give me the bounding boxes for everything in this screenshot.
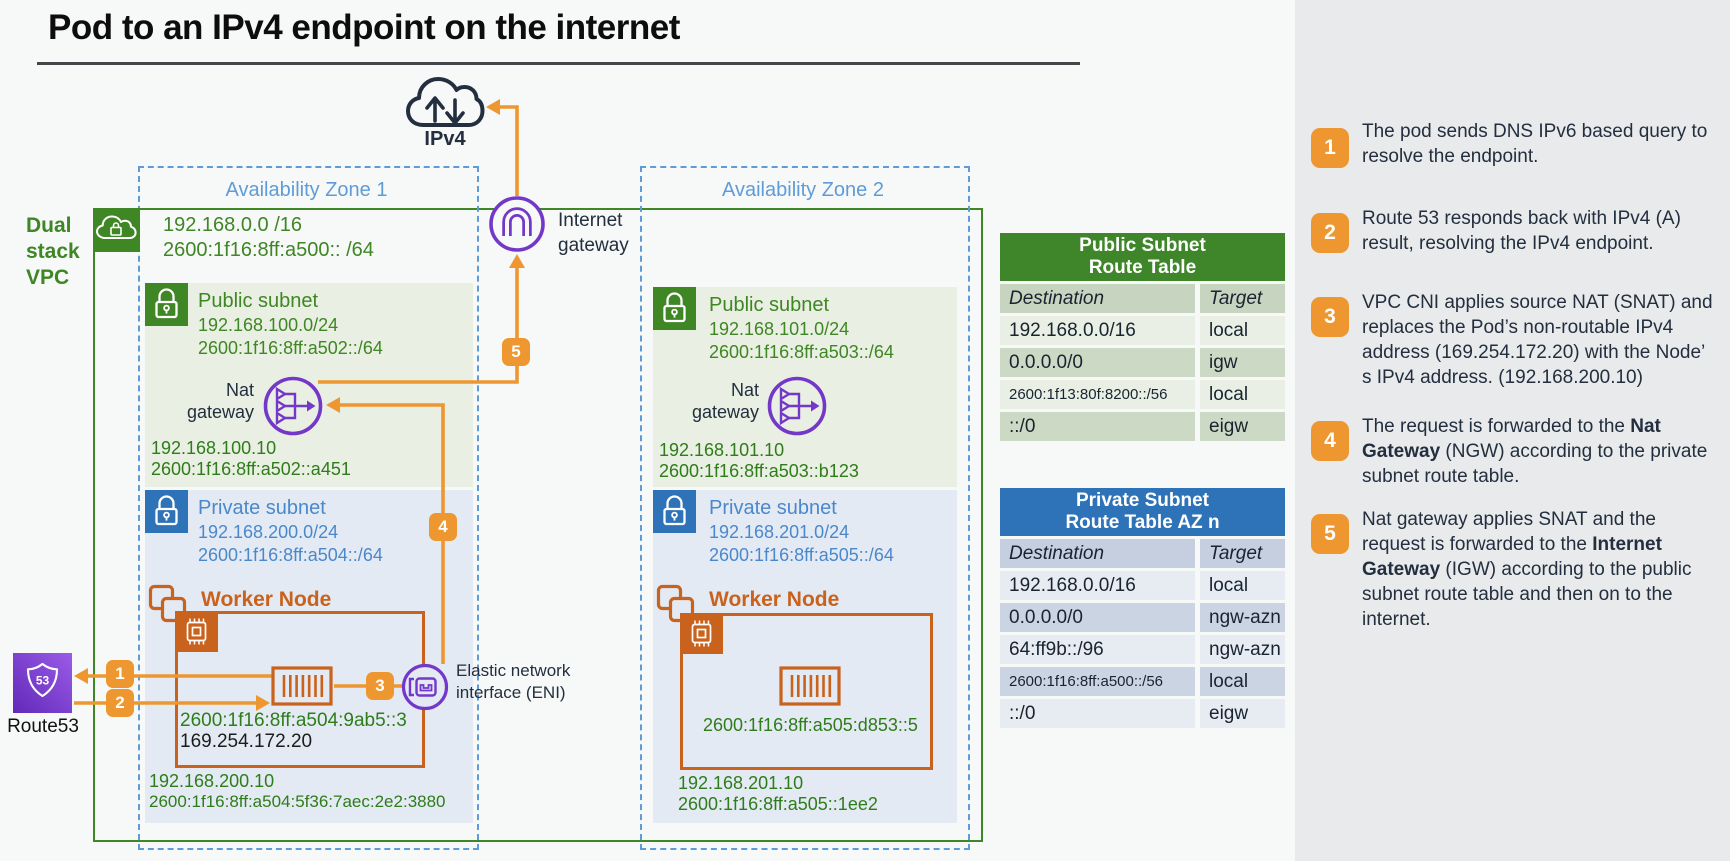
az1-cpu-chip-icon — [175, 611, 218, 652]
az2-nat-gateway-icon — [766, 375, 828, 437]
az2-pod-container-icon — [779, 666, 841, 706]
az1-public-subnet-cidr4: 192.168.100.0/24 — [198, 315, 339, 335]
eni-label: Elastic network interface (ENI) — [456, 661, 571, 702]
ipv4-cloud-icon — [405, 74, 485, 132]
az1-node-ip6: 2600:1f16:8ff:a504:5f36:7aec:2e2:3880 — [149, 792, 446, 811]
table-row: 0.0.0.0/0 igw — [1000, 348, 1285, 377]
title-underline — [37, 62, 1080, 65]
vpc-label: Dual stack VPC — [26, 214, 80, 289]
step-badge-4: 4 — [1311, 421, 1349, 461]
az1-public-subnet-title: Public subnet — [198, 290, 319, 312]
table-row: 192.168.0.0/16 local — [1000, 316, 1285, 345]
route53-label: Route53 — [7, 716, 79, 737]
az1-private-subnet-cidr4: 192.168.200.0/24 — [198, 522, 339, 542]
az2-nat-ip4: 192.168.101.10 — [659, 440, 785, 460]
private-route-table: Private Subnet Route Table AZ n Destinat… — [1000, 488, 1285, 728]
availability-zone-1-box — [138, 166, 479, 850]
vpc-icon — [93, 208, 140, 252]
az2-node-ip6: 2600:1f16:8ff:a505::1ee2 — [678, 794, 878, 814]
az2-nat-gateway-label: Nat gateway — [691, 380, 759, 422]
public-route-table-title: Public Subnet Route Table — [1000, 233, 1285, 281]
az2-public-subnet-box — [653, 287, 957, 487]
arrowhead-internet — [486, 99, 500, 115]
az2-public-subnet-lock-icon — [653, 287, 696, 330]
public-route-table: Public Subnet Route Table Destination Ta… — [1000, 233, 1285, 441]
az1-private-subnet-lock-icon — [145, 490, 188, 533]
step-text-4: The request is forwarded to the Nat Gate… — [1362, 416, 1708, 487]
az1-nat-ip4: 192.168.100.10 — [151, 438, 277, 458]
step-text-2: Route 53 responds back with IPv4 (A) res… — [1362, 208, 1681, 254]
az2-public-subnet-cidr4: 192.168.101.0/24 — [709, 319, 850, 339]
az1-private-subnet-cidr6: 2600:1f16:8ff:a504::/64 — [198, 545, 383, 565]
arrow-igw-to-internet — [498, 105, 519, 196]
table-header-row: Destination Target — [1000, 539, 1285, 568]
az2-nat-ip6: 2600:1f16:8ff:a503::b123 — [659, 461, 859, 481]
step-badge-5: 5 — [1311, 514, 1349, 554]
diagram-step-badge-4: 4 — [429, 513, 457, 541]
svg-text:53: 53 — [36, 674, 50, 688]
az1-public-subnet-lock-icon — [145, 283, 188, 326]
step-text-1: The pod sends DNS IPv6 based query to re… — [1362, 121, 1708, 167]
az2-label: Availability Zone 2 — [722, 179, 884, 201]
diagram-step-badge-5: 5 — [502, 338, 530, 366]
az1-pod-ip4: 169.254.172.20 — [180, 731, 313, 752]
internet-gateway-label: Internet gateway — [558, 210, 629, 256]
table-row: ::/0 eigw — [1000, 699, 1285, 728]
az1-pod-ip6: 2600:1f16:8ff:a504:9ab5::3 — [180, 710, 407, 731]
ipv4-cloud-label: IPv4 — [424, 128, 466, 150]
availability-zone-2-box — [640, 166, 970, 850]
diagram-step-badge-3: 3 — [366, 672, 394, 700]
step-text-3: VPC CNI applies source NAT (SNAT) and re… — [1362, 292, 1713, 388]
az2-private-subnet-cidr4: 192.168.201.0/24 — [709, 522, 850, 542]
az2-worker-node-box — [680, 613, 933, 770]
az2-private-subnet-title: Private subnet — [709, 497, 837, 519]
az1-private-subnet-title: Private subnet — [198, 497, 326, 519]
steps-panel — [1295, 0, 1730, 861]
az2-private-subnet-lock-icon — [653, 490, 696, 533]
az2-worker-node-title: Worker Node — [709, 588, 840, 611]
table-row: ::/0 eigw — [1000, 412, 1285, 441]
az2-private-subnet-cidr6: 2600:1f16:8ff:a505::/64 — [709, 545, 894, 565]
diagram-step-badge-2: 2 — [106, 689, 134, 717]
step-text-5: Nat gateway applies SNAT and the request… — [1362, 509, 1692, 630]
vpc-cidr4: 192.168.0.0 /16 — [163, 214, 303, 236]
az2-public-subnet-cidr6: 2600:1f16:8ff:a503::/64 — [709, 342, 894, 362]
az1-nat-gateway-label: Nat gateway — [186, 380, 254, 422]
az1-node-ip4: 192.168.200.10 — [149, 771, 275, 791]
route53-icon: 53 — [13, 653, 72, 713]
table-row: 2600:1f13:80f:8200::/56 local — [1000, 380, 1285, 409]
step-badge-3: 3 — [1311, 297, 1349, 337]
internet-gateway-icon — [488, 195, 546, 253]
eni-icon — [401, 663, 449, 711]
arrowhead-route53 — [74, 668, 88, 684]
page-title: Pod to an IPv4 endpoint on the internet — [48, 8, 680, 47]
vpc-cidr6: 2600:1f16:8ff:a500:: /64 — [163, 239, 374, 261]
table-row: 192.168.0.0/16 local — [1000, 571, 1285, 600]
table-row: 2600:1f16:8ff:a500::/56 local — [1000, 667, 1285, 696]
az2-cpu-chip-icon — [680, 613, 723, 654]
private-route-table-title: Private Subnet Route Table AZ n — [1000, 488, 1285, 536]
table-row: 64:ff9b::/96 ngw-azn — [1000, 635, 1285, 664]
table-row: 0.0.0.0/0 ngw-azn — [1000, 603, 1285, 632]
az2-pod-ip6: 2600:1f16:8ff:a505:d853::5 — [703, 715, 918, 735]
az1-worker-node-title: Worker Node — [201, 588, 332, 611]
az1-public-subnet-cidr6: 2600:1f16:8ff:a502::/64 — [198, 338, 383, 358]
table-header-row: Destination Target — [1000, 284, 1285, 313]
az1-nat-gateway-icon — [262, 375, 324, 437]
step-badge-1: 1 — [1311, 128, 1349, 168]
diagram-step-badge-1: 1 — [106, 660, 134, 688]
az1-nat-ip6: 2600:1f16:8ff:a502::a451 — [151, 459, 351, 479]
az2-node-ip4: 192.168.201.10 — [678, 773, 804, 793]
az1-pod-container-icon — [271, 666, 333, 706]
step-badge-2: 2 — [1311, 213, 1349, 253]
az2-public-subnet-title: Public subnet — [709, 294, 830, 316]
az1-label: Availability Zone 1 — [225, 179, 388, 201]
